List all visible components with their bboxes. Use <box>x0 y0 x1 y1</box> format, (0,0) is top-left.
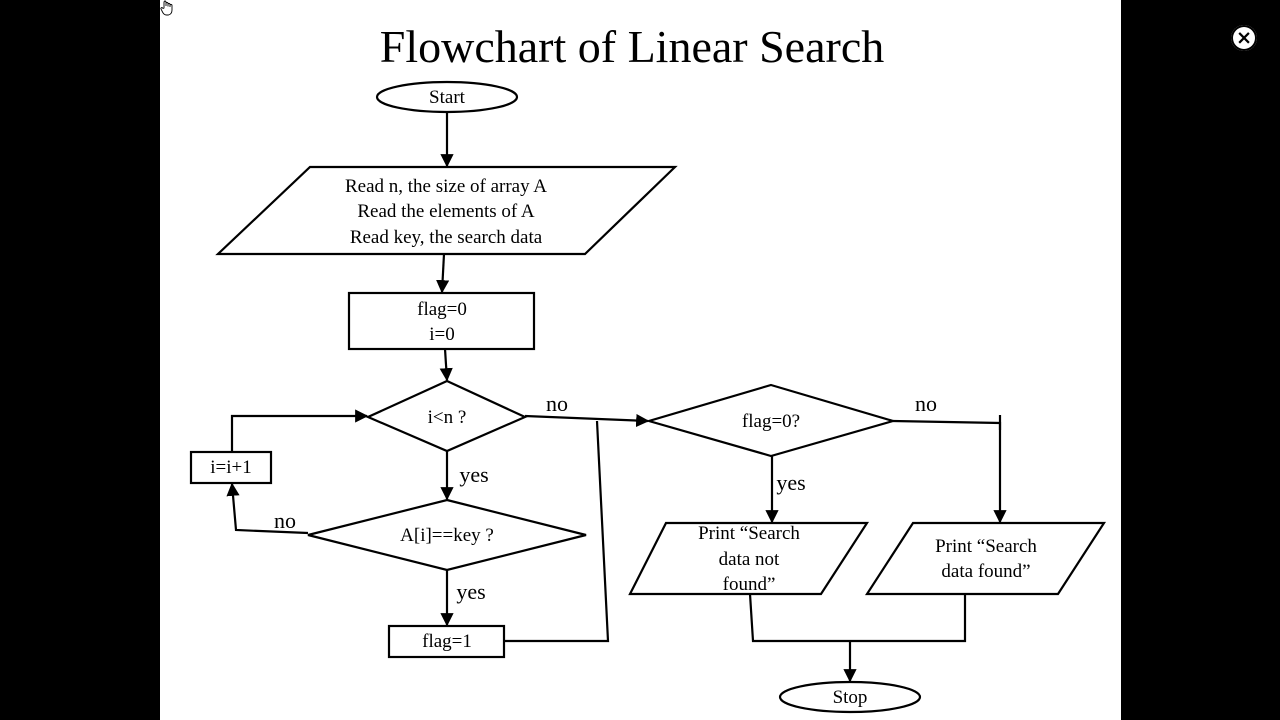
init-line-1: flag=0 <box>417 299 467 320</box>
arrow-input-to-init <box>436 253 450 294</box>
arrow-compare-no <box>226 482 309 535</box>
found-line-1: Print “Search <box>935 536 1037 557</box>
compare-label: A[i]==key ? <box>400 525 494 546</box>
arrow-flag-no <box>892 419 1007 524</box>
not-found-line-3: found” <box>722 574 776 595</box>
init-line-2: i=0 <box>429 324 455 345</box>
increment-process-box <box>189 450 273 485</box>
stop-label: Stop <box>832 687 868 708</box>
input-parallelogram <box>215 165 678 256</box>
compare-no-label: no <box>274 508 296 533</box>
loop-no-label: no <box>546 391 568 416</box>
flag-check-label: flag=0? <box>741 411 801 432</box>
not-found-line-1: Print “Search <box>698 523 800 544</box>
flag-yes-label: yes <box>776 470 806 495</box>
slide: Flowchart of Linear Search Start Read n,… <box>160 0 1121 720</box>
loop-condition-label: i<n ? <box>427 407 467 428</box>
found-line-2: data found” <box>941 561 1031 582</box>
not-found-output-parallelogram <box>628 521 870 596</box>
init-process-box <box>347 291 536 351</box>
page-title: Flowchart of Linear Search <box>379 21 885 72</box>
set-flag-label: flag=1 <box>422 631 472 652</box>
found-output-parallelogram <box>864 521 1107 596</box>
arrow-init-to-loop <box>439 348 453 382</box>
compare-yes-label: yes <box>456 579 486 604</box>
arrow-loop-no <box>524 413 650 428</box>
start-label: Start <box>429 87 465 108</box>
input-line-1: Read n, the size of array A <box>344 176 548 197</box>
line-not-found-join <box>748 593 967 643</box>
line-set-flag-join <box>504 420 610 643</box>
not-found-line-2: data not <box>718 549 780 570</box>
arrow-increment-to-loop <box>230 409 369 452</box>
loop-yes-label: yes <box>459 462 489 487</box>
input-line-3: Read key, the search data <box>349 227 543 248</box>
flowchart-shapes <box>189 80 1107 714</box>
hand-cursor-icon <box>160 0 173 16</box>
close-icon: × <box>1235 26 1253 49</box>
increment-label: i=i+1 <box>210 457 252 478</box>
input-line-2: Read the elements of A <box>357 201 535 222</box>
flag-no-label: no <box>915 391 937 416</box>
close-button[interactable]: × <box>1231 25 1257 51</box>
